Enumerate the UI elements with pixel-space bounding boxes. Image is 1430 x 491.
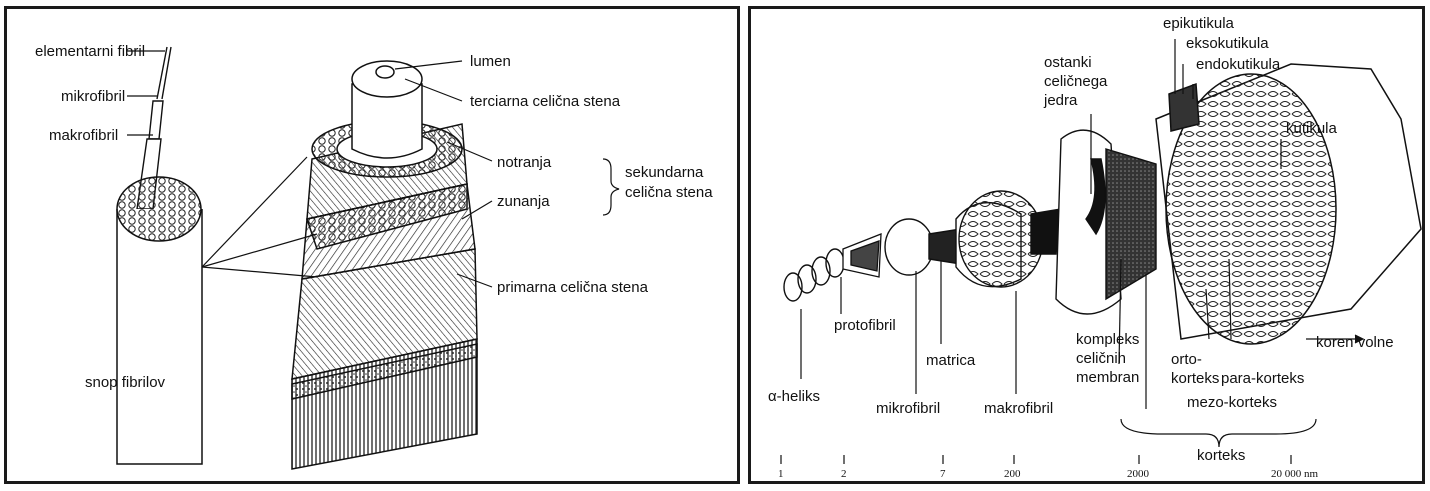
wool-fiber-diagram: epikutikula eksokutikula endokutikula ku… <box>751 9 1422 481</box>
label-sekundarna-line1: sekundarna <box>625 164 704 181</box>
scale-label-200: 200 <box>1004 468 1021 480</box>
alpha-helix-shape <box>784 249 844 301</box>
label-ostanki-line1: ostanki <box>1044 54 1092 71</box>
panel-cotton-fiber-structure: elementarni fibril mikrofibril makrofibr… <box>4 6 740 484</box>
makrofibril-shape <box>956 191 1061 287</box>
label-ostanki-line3: jedra <box>1043 92 1078 109</box>
scale-label-1: 1 <box>778 468 784 480</box>
label-notranja: notranja <box>497 154 552 171</box>
cell-membrane-shape <box>1056 130 1156 314</box>
label-makrofibril: makrofibril <box>49 127 118 144</box>
label-mezo-korteks: mezo-korteks <box>1187 394 1277 411</box>
label-eksokutikula: eksokutikula <box>1186 35 1269 52</box>
label-makrofibril: makrofibril <box>984 400 1053 417</box>
scale-label-2: 2 <box>841 468 847 480</box>
fibril-bundle <box>117 177 202 464</box>
fiber-cross-section <box>292 61 477 469</box>
label-epikutikula: epikutikula <box>1163 15 1235 32</box>
label-korteks: korteks <box>1197 447 1245 464</box>
label-ostanki-line2: celičnega <box>1044 73 1108 90</box>
label-orto-line2: korteks <box>1171 370 1219 387</box>
label-matrica: matrica <box>926 352 976 369</box>
label-alpha-heliks: α-heliks <box>768 388 820 405</box>
label-koren-volne: koren volne <box>1316 334 1394 351</box>
label-endokutikula: endokutikula <box>1196 56 1281 73</box>
label-orto-line1: orto- <box>1171 351 1202 368</box>
label-sekundarna-line2: celična stena <box>625 184 713 201</box>
label-kutikula: kutikula <box>1286 120 1338 137</box>
scale-label-20000nm: 20 000 nm <box>1271 468 1319 480</box>
label-lumen: lumen <box>470 53 511 70</box>
label-mikrofibril: mikrofibril <box>876 400 940 417</box>
cotton-fiber-diagram: elementarni fibril mikrofibril makrofibr… <box>7 9 737 481</box>
label-kompleks-line3: membran <box>1076 369 1139 386</box>
mikrofibril-shape <box>885 219 961 275</box>
label-elementarni-fibril: elementarni fibril <box>35 43 145 60</box>
label-primarna: primarna celična stena <box>497 279 649 296</box>
label-mikrofibril: mikrofibril <box>61 88 125 105</box>
panel-wool-fiber-structure: epikutikula eksokutikula endokutikula ku… <box>748 6 1425 484</box>
label-zunanja: zunanja <box>497 193 550 210</box>
label-snop-fibrilov: snop fibrilov <box>85 374 166 391</box>
protofibril-shape <box>843 234 881 277</box>
cortex-shape <box>1156 64 1421 344</box>
scale-label-2000: 2000 <box>1127 468 1150 480</box>
label-terciarna: terciarna celična stena <box>470 93 621 110</box>
label-para-korteks: para-korteks <box>1221 370 1304 387</box>
label-protofibril: protofibril <box>834 317 896 334</box>
label-kompleks-line1: kompleks <box>1076 331 1139 348</box>
label-kompleks-line2: celičnih <box>1076 350 1126 367</box>
scale-label-7: 7 <box>940 468 946 480</box>
